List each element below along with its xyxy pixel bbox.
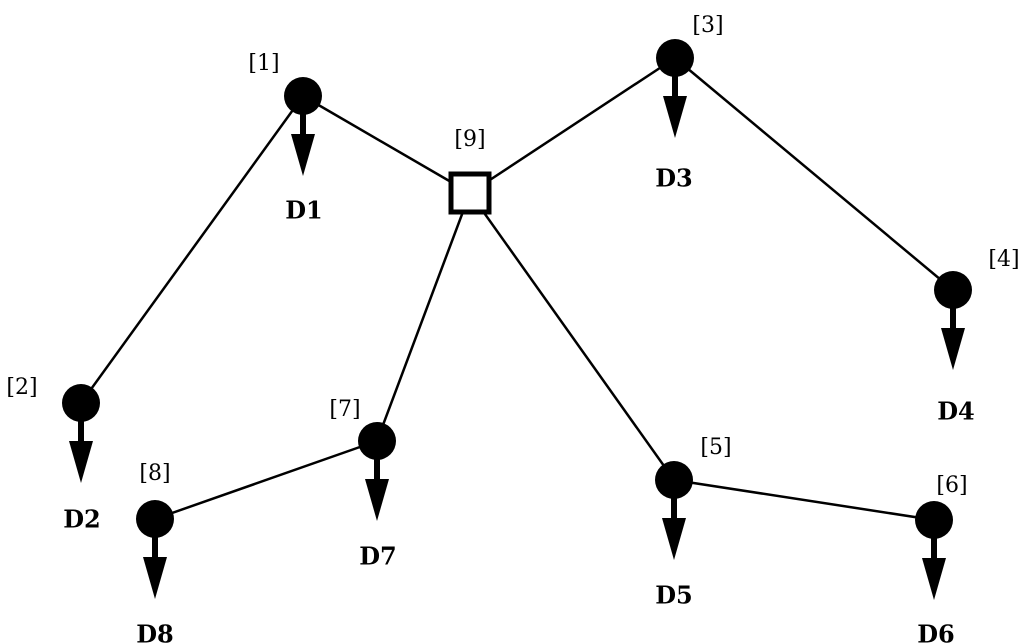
node-5: [655, 461, 693, 499]
node-7: [358, 422, 396, 460]
node-label-7: [7]: [329, 397, 360, 422]
edge-1-2: [79, 95, 305, 404]
edge-7-8: [154, 439, 378, 521]
edge-3-4: [674, 57, 954, 291]
demand-arrow-head-7: [365, 479, 389, 521]
node-label-6: [6]: [936, 473, 967, 498]
edge-5-6: [673, 478, 935, 522]
edges: [79, 56, 954, 522]
labels: [1] D1 [2] D2 [3] D3 [4] D4 [5] D5 [6] D6 [7] D7 [8] D8…: [6, 13, 1019, 644]
node-label-3: [3]: [692, 13, 723, 38]
node-label-5: [5]: [700, 435, 731, 460]
node-label-8: [8]: [139, 461, 170, 486]
demand-arrows: [69, 58, 965, 600]
demand-label-7: D7: [359, 542, 397, 571]
demand-label-8: D8: [136, 620, 174, 644]
demand-arrow-head-3: [663, 96, 687, 138]
node-2: [62, 384, 100, 422]
node-label-4: [4]: [988, 247, 1019, 272]
demand-label-3: D3: [655, 164, 693, 193]
demand-arrow-head-2: [69, 441, 93, 483]
demand-arrow-head-4: [941, 328, 965, 370]
hub-node-9: [448, 171, 492, 215]
edge-9-3: [469, 56, 676, 195]
demand-label-1: D1: [285, 196, 323, 225]
edge-9-5: [468, 192, 676, 481]
node-1: [284, 77, 322, 115]
demand-arrow-head-1: [291, 134, 315, 176]
demand-arrow-head-5: [662, 518, 686, 560]
demand-arrow-head-6: [922, 558, 946, 600]
demand-label-2: D2: [63, 505, 101, 534]
node-label-2: [2]: [6, 375, 37, 400]
nodes: [62, 39, 972, 539]
demand-label-4: D4: [937, 397, 975, 426]
node-8: [136, 500, 174, 538]
demand-label-5: D5: [655, 581, 693, 610]
hub-label: [9]: [454, 127, 485, 152]
edge-9-7: [375, 192, 472, 442]
node-6: [915, 501, 953, 539]
demand-arrow-head-8: [143, 557, 167, 599]
edge-9-1: [302, 94, 471, 195]
node-label-1: [1]: [248, 51, 279, 76]
demand-label-6: D6: [917, 620, 955, 644]
node-4: [934, 271, 972, 309]
node-3: [656, 39, 694, 77]
